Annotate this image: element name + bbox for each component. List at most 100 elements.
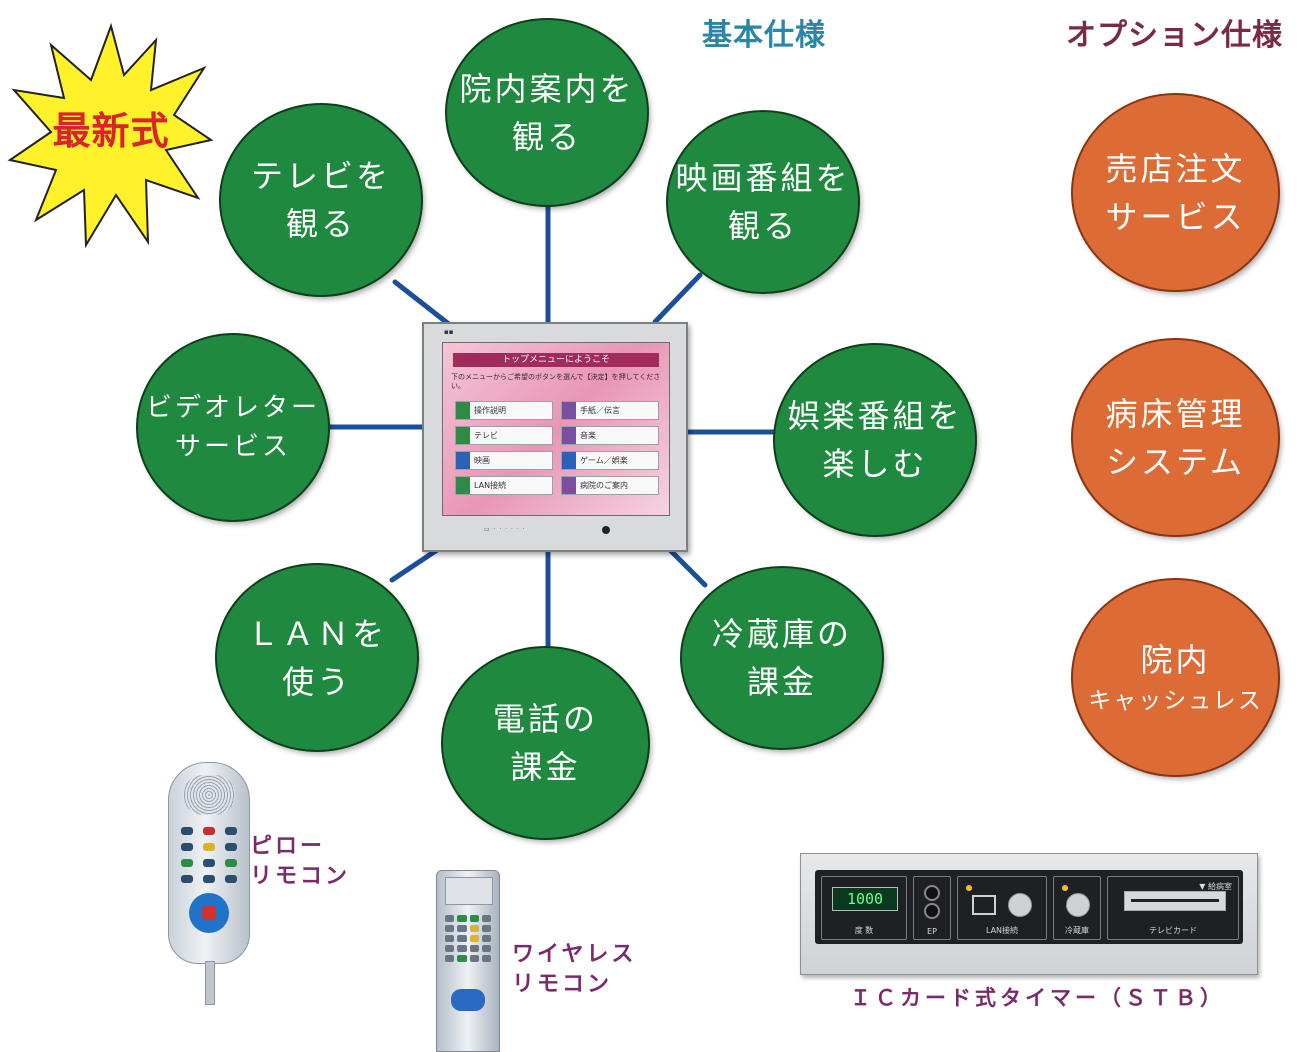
option-line: システム [1105,442,1246,481]
stb-caption: ＩＣカード式タイマー（ＳＴＢ） [850,986,1225,1010]
caption-line: リモコン [512,971,613,997]
monitor-control-strip: ▭ · · · · · · [484,526,526,533]
menu-item-icon [456,477,470,494]
stb-lan-bay: LAN接続 [957,876,1047,940]
remote-button [203,859,215,867]
stb-fridge-bay: 冷蔵庫 [1053,876,1101,940]
earphone-jack [924,903,940,919]
menu-item[interactable]: 手紙／伝言 [561,401,659,420]
feature-line: ＬＡＮを [246,614,387,653]
remote-key [445,925,455,932]
option-cashless: 院内 キャッシュレス [1073,580,1278,775]
remote-key [445,945,455,952]
stb-bay-label: テレビカード [1149,926,1197,935]
remote-button-row [181,859,237,867]
menu-item[interactable]: ゲーム／娯楽 [561,451,659,470]
remote-button [225,859,237,867]
menu-item-label: ゲーム／娯楽 [580,456,628,465]
remote-button [181,827,193,835]
feature-line: ビデオレター [145,392,320,423]
remote-key [469,955,479,962]
speaker-grille [183,775,235,815]
menu-item[interactable]: 音楽 [561,426,659,445]
menu-item-label: 音楽 [580,431,596,440]
option-line: キャッシュレス [1088,688,1263,715]
menu-item-label: 病院のご案内 [580,481,628,490]
remote-key [469,935,479,942]
menu-item-icon [456,452,470,469]
feature-line: 観る [285,205,356,243]
menu-item-label: 手紙／伝言 [580,406,620,415]
feature-phone-billing: 電話の 課金 [443,648,648,838]
menu-item[interactable]: テレビ [455,426,553,445]
feature-watch-tv: テレビを 観る [221,105,421,295]
feature-hospital-guide: 院内案内を 観る [447,20,647,205]
menu-item[interactable]: 映画 [455,451,553,470]
menu-item[interactable]: 病院のご案内 [561,476,659,495]
menu-item-label: LAN接続 [474,481,507,490]
remote-key [457,925,467,932]
remote-direction-pad [189,893,229,933]
feature-video-letter: ビデオレター サービス [138,335,328,520]
remote-key [457,955,467,962]
monitor-power-button[interactable] [602,526,610,534]
wireless-remote-image [436,870,500,1052]
option-spec-header: オプション仕様 [1066,18,1283,53]
lan-button [1008,893,1032,917]
feature-line: 娯楽番組を [787,397,963,435]
menu-item-icon [562,452,576,469]
lan-port-icon [972,895,996,915]
menu-item-icon [456,427,470,444]
feature-line: サービス [174,431,291,462]
menu-item[interactable]: LAN接続 [455,476,553,495]
pillow-remote-caption: ピロー リモコン [250,832,350,891]
remote-key [481,925,491,932]
menu-item[interactable]: 操作説明 [455,401,553,420]
remote-key [445,955,455,962]
remote-key [445,935,455,942]
feature-fridge-billing: 冷蔵庫の 課金 [682,568,882,748]
feature-line: 課金 [746,663,817,701]
feature-line: 観る [511,117,582,156]
earphone-jack [924,885,940,901]
remote-enter-button [202,906,216,920]
feature-watch-movies: 映画番組を 観る [668,112,858,292]
remote-key [445,915,455,922]
option-bed-management: 病床管理 システム [1073,340,1278,535]
monitor-screen: トップメニューにようこそ 下のメニューからご希望のボタンを選んで【決定】を押して… [442,342,670,516]
remote-key [469,925,479,932]
feature-use-lan: ＬＡＮを 使う [217,565,417,750]
menu-item-label: 操作説明 [474,406,506,415]
stb-bay-label: 度 数 [854,926,874,935]
screen-instruction: 下のメニューからご希望のボタンを選んで【決定】を押してください。 [451,373,661,391]
remote-button [181,843,193,851]
remote-button [203,843,215,851]
fridge-indicator-led [1062,885,1068,891]
caption-line: リモコン [250,863,351,889]
feature-line: 院内案内を [459,69,635,108]
remote-key [481,915,491,922]
caption-line: ピロー [250,834,326,859]
remote-key [481,935,491,942]
remote-button [181,859,193,867]
screen-title: トップメニューにようこそ [453,353,659,367]
new-model-starburst [7,22,214,249]
connector-top-right [652,272,703,325]
stb-card-bay: ▼ 給病室 テレビカード [1107,876,1239,940]
bedside-monitor: ▪▪ トップメニューにようこそ 下のメニューからご希望のボタンを選んで【決定】を… [422,322,688,552]
remote-key [457,915,467,922]
feature-line: 使う [281,662,352,701]
remote-button [225,827,237,835]
remote-key [481,945,491,952]
remote-button [225,843,237,851]
remote-button-row [181,843,237,851]
remote-button-row [181,875,237,883]
menu-item-icon [562,477,576,494]
option-line: 病床管理 [1105,394,1246,433]
stb-counter-display: 1000 [832,887,898,911]
connector-bottom-left [389,545,443,583]
option-line: サービス [1105,197,1246,236]
option-line: 売店注文 [1105,149,1246,188]
feature-line: 冷蔵庫の [711,615,852,653]
